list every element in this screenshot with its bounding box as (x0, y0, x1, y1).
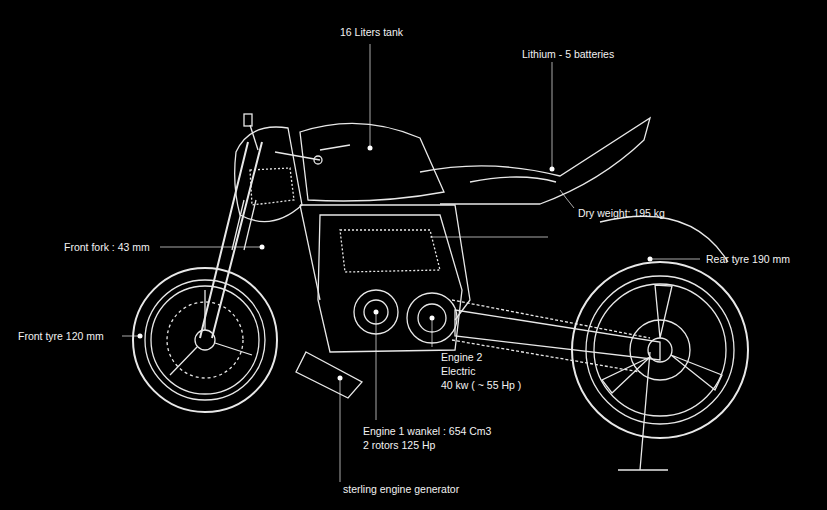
callout-label: sterling engine generator (343, 483, 459, 496)
callout-label: Engine 1 wankel : 654 Cm3 (363, 425, 491, 438)
callout-label: Electric (441, 365, 475, 378)
callout-label: 16 Liters tank (340, 26, 403, 39)
callout-label: Front fork : 43 mm (64, 241, 150, 254)
callout-label: Front tyre 120 mm (18, 330, 104, 343)
callout-label: Lithium - 5 batteries (522, 48, 614, 61)
callout-label: 40 kw ( ~ 55 Hp ) (441, 379, 521, 392)
callout-label: Rear tyre 190 mm (706, 253, 790, 266)
callout-label: Dry weight: 195 kg (578, 207, 665, 220)
callout-label: 2 rotors 125 Hp (363, 439, 435, 452)
callout-label: Engine 2 (441, 351, 482, 364)
